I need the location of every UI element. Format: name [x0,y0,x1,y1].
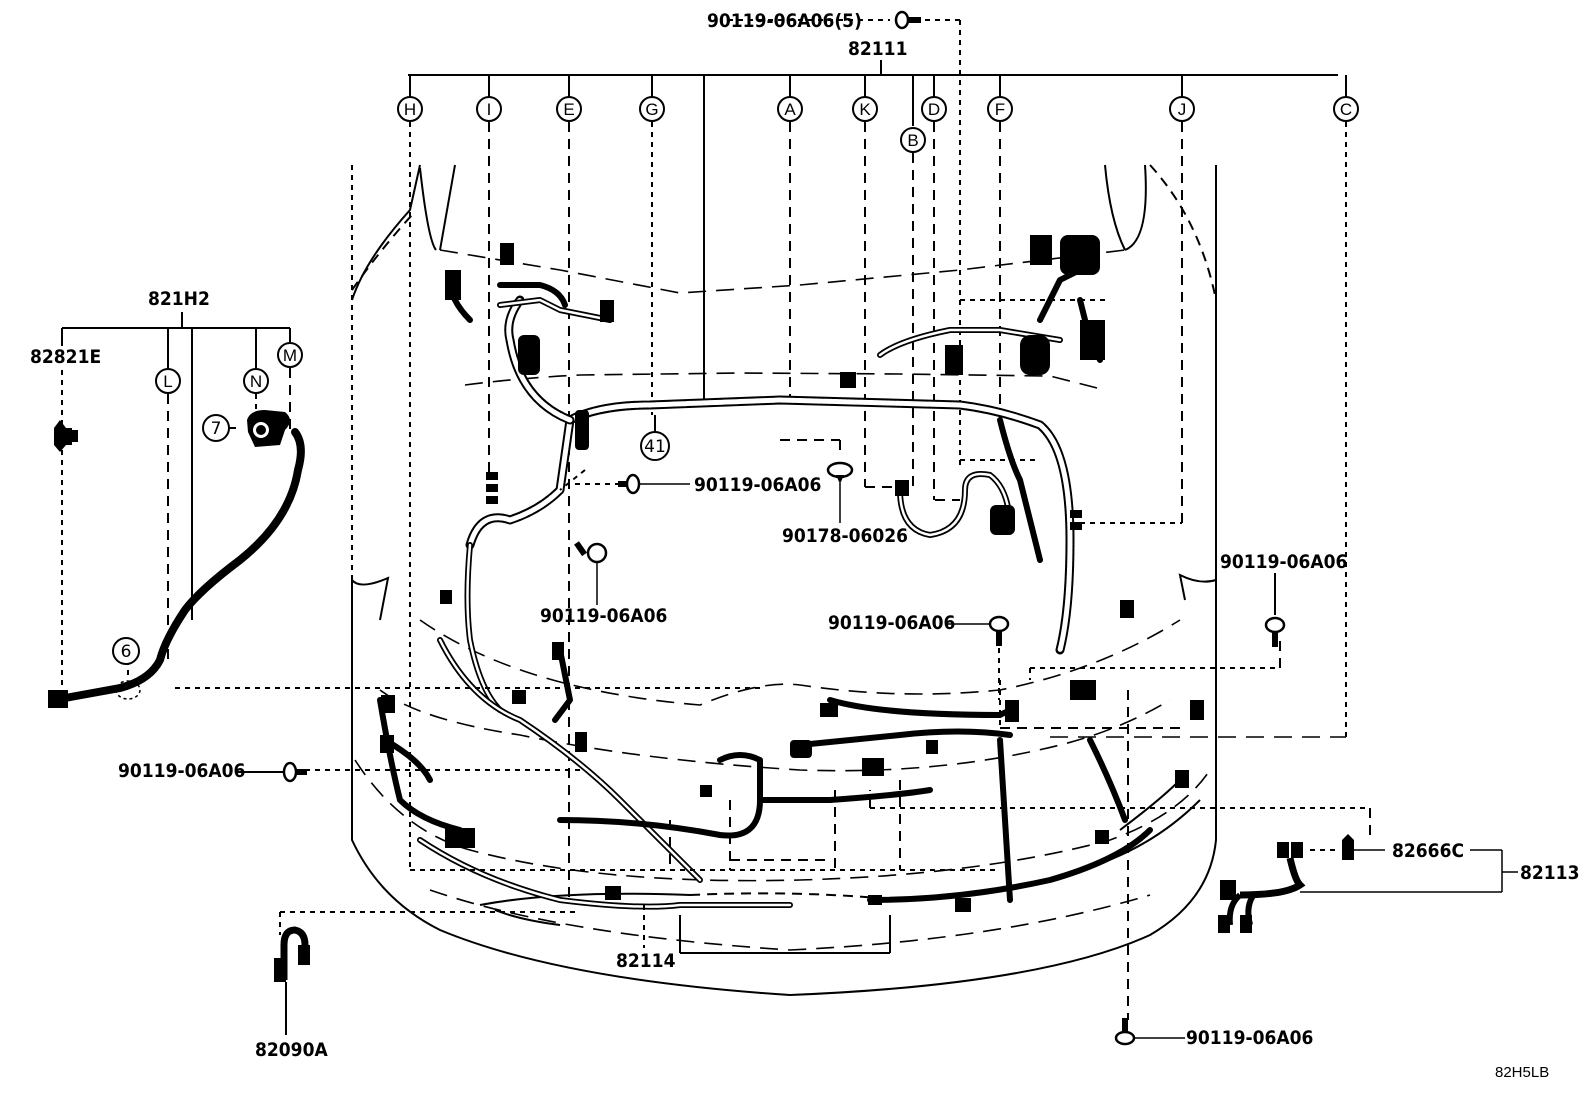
drawing-code: 82H5LB [1495,1064,1549,1081]
svg-text:J: J [1178,100,1187,119]
bolt-icon [894,10,921,30]
callout-I[interactable]: I [476,96,502,122]
part-label-82090A: 82090A [255,1039,328,1061]
front-harness-leader [643,905,891,954]
part-label-clip: 90178-06026 [782,525,908,547]
bolt-icon [282,761,307,783]
callout-H[interactable]: H [397,96,423,122]
ref-number-7: 7 [202,414,230,442]
connector-icon [48,690,68,708]
part-label-bolt-bottom-right: 90119-06A06 [1186,1027,1313,1049]
svg-text:I: I [487,100,492,119]
callout-C[interactable]: C [1333,96,1359,122]
bolt-icon [574,541,608,564]
svg-text:A: A [784,100,796,119]
part-label-bolt-center-left: 90119-06A06 [694,474,821,496]
svg-text:L: L [163,372,172,391]
ref-number-6: 6 [112,637,140,665]
grommet-icon [247,410,290,447]
part-label-sub-harness-left: 821H2 [148,288,210,310]
part-label-main-bolt: 90119-06A06(5) [707,10,862,32]
part-label-front-harness: 82114 [616,950,676,972]
part-label-sub-harness-right: 82113 [1520,862,1579,884]
callout-J[interactable]: J [1169,96,1195,122]
svg-text:D: D [928,100,940,119]
part-label-bolt-right: 90119-06A06 [1220,551,1347,573]
ref-number-41: 41 [640,415,670,461]
callout-group-main [409,75,1347,900]
part-label-bolt-left-lower: 90119-06A06 [118,760,245,782]
part-label-bolt-center-lower: 90119-06A06 [540,605,667,627]
svg-text:7: 7 [211,419,222,439]
callout-G[interactable]: G [639,96,665,122]
sub-harness-left-tree [61,312,291,690]
callout-N[interactable]: N [243,368,269,394]
svg-text:E: E [563,100,574,119]
sub-harness-left-cable [48,410,305,708]
svg-text:M: M [283,346,297,365]
connector-82090A-icon [274,926,310,1035]
front-harness [377,590,1204,912]
connector-82821E-icon [54,420,78,452]
part-label-main-harness: 82111 [848,38,907,60]
callout-K[interactable]: K [852,96,878,122]
callout-M[interactable]: M [277,342,303,368]
main-harness [445,235,1105,713]
callout-E[interactable]: E [556,96,582,122]
bolt-icon [1114,1018,1136,1046]
part-label-bolt-center-right: 90119-06A06 [828,612,955,634]
callout-F[interactable]: F [987,96,1013,122]
bolt-icon [988,615,1010,646]
callout-B[interactable]: B [900,127,926,153]
svg-text:C: C [1340,100,1352,119]
svg-text:6: 6 [121,642,132,662]
part-label-82821E: 82821E [30,346,101,368]
svg-text:F: F [995,100,1005,119]
svg-text:B: B [907,131,918,150]
svg-text:H: H [404,100,416,119]
callout-A[interactable]: A [777,96,803,122]
reference-lines [175,299,1371,1020]
sub-harness-right [1218,834,1518,933]
clip-icon [826,461,854,484]
svg-text:41: 41 [644,437,666,457]
clamp-icon [1342,834,1354,860]
bolt-icon [618,473,641,495]
svg-text:K: K [859,100,871,119]
part-label-clamp: 82666C [1392,840,1464,862]
bolt-icon [1264,616,1286,647]
callout-D[interactable]: D [921,96,947,122]
svg-text:N: N [250,372,262,391]
callout-L[interactable]: L [155,368,181,394]
svg-text:G: G [645,100,658,119]
